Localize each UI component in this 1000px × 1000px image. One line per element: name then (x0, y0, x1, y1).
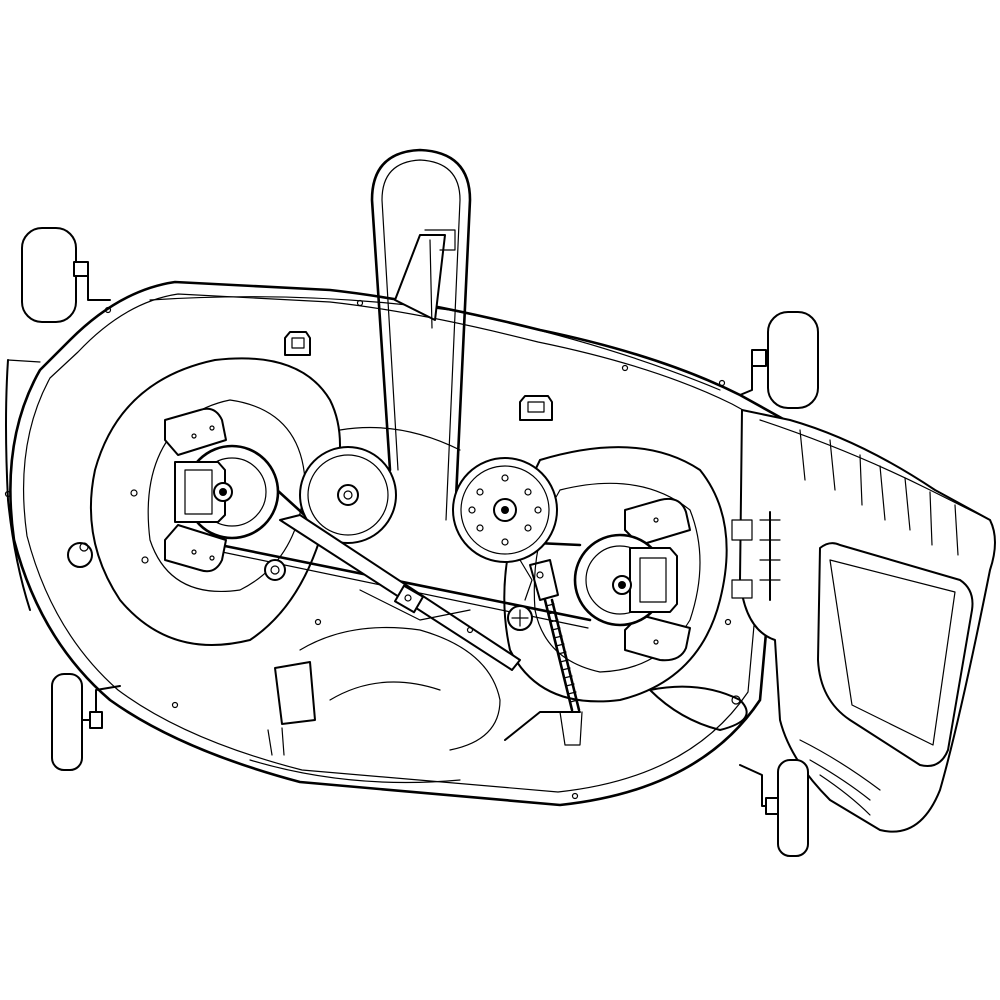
belt-guide-bracket (394, 229, 456, 329)
right-spindle-pulley (573, 497, 691, 662)
discharge-chute (731, 409, 996, 833)
left-spindle-pulley (164, 407, 280, 573)
drive-belt (218, 148, 592, 629)
mounting-brackets (67, 331, 553, 756)
tension-spring (504, 559, 583, 746)
engine-drive-pulley (452, 457, 558, 563)
center-chamber (249, 426, 501, 784)
gauge-wheel-rear-right (739, 759, 809, 857)
center-idler-pulley (299, 446, 397, 544)
deck-housing (5, 280, 787, 807)
idler-arm (264, 514, 533, 671)
gauge-wheel-rear-left (51, 673, 121, 771)
gauge-wheel-front-left (21, 227, 111, 323)
hardware-dots (4, 299, 741, 800)
gauge-wheel-front-right (739, 311, 819, 409)
